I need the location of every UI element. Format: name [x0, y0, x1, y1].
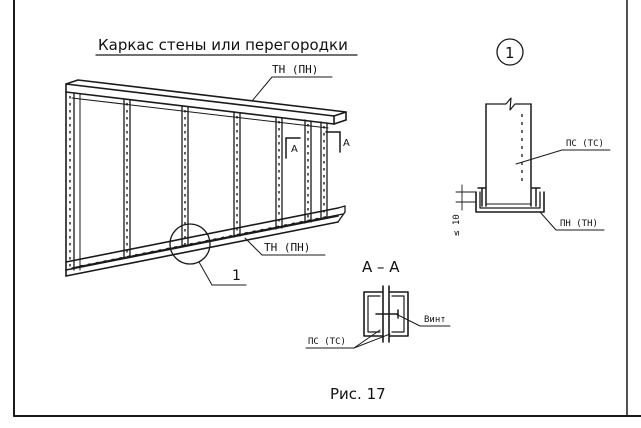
detail-stud-label: ПС (ТС): [566, 139, 604, 149]
wall-frame: [65, 79, 347, 277]
figure-caption: Рис. 17: [330, 385, 386, 403]
bottom-track-label: ТН (ПН): [264, 241, 310, 254]
drawing-title: Каркас стены или перегородки: [98, 36, 348, 54]
section-aa-profile: [363, 285, 409, 343]
detail-number-circle: [496, 38, 524, 66]
section-mark-left: А: [291, 144, 298, 155]
section-mark-right: А: [343, 138, 350, 149]
section-cut-marker: А А: [285, 131, 350, 159]
screw-label: Винт: [424, 315, 446, 325]
detail-callout-circle: [169, 223, 211, 265]
detail-callout-number: 1: [232, 268, 241, 284]
detail-number: 1: [505, 44, 515, 62]
section-stud-label: ПС (ТС): [308, 337, 346, 347]
gap-dimension-label: ≤ 10: [452, 214, 462, 236]
detail-stud-track-joint: [455, 97, 545, 213]
sheet-border: [13, 0, 641, 417]
detail-track-label: ПН (ТН): [560, 219, 598, 229]
top-track-label: ТН (ПН): [272, 63, 318, 76]
section-title: А – А: [362, 258, 400, 276]
